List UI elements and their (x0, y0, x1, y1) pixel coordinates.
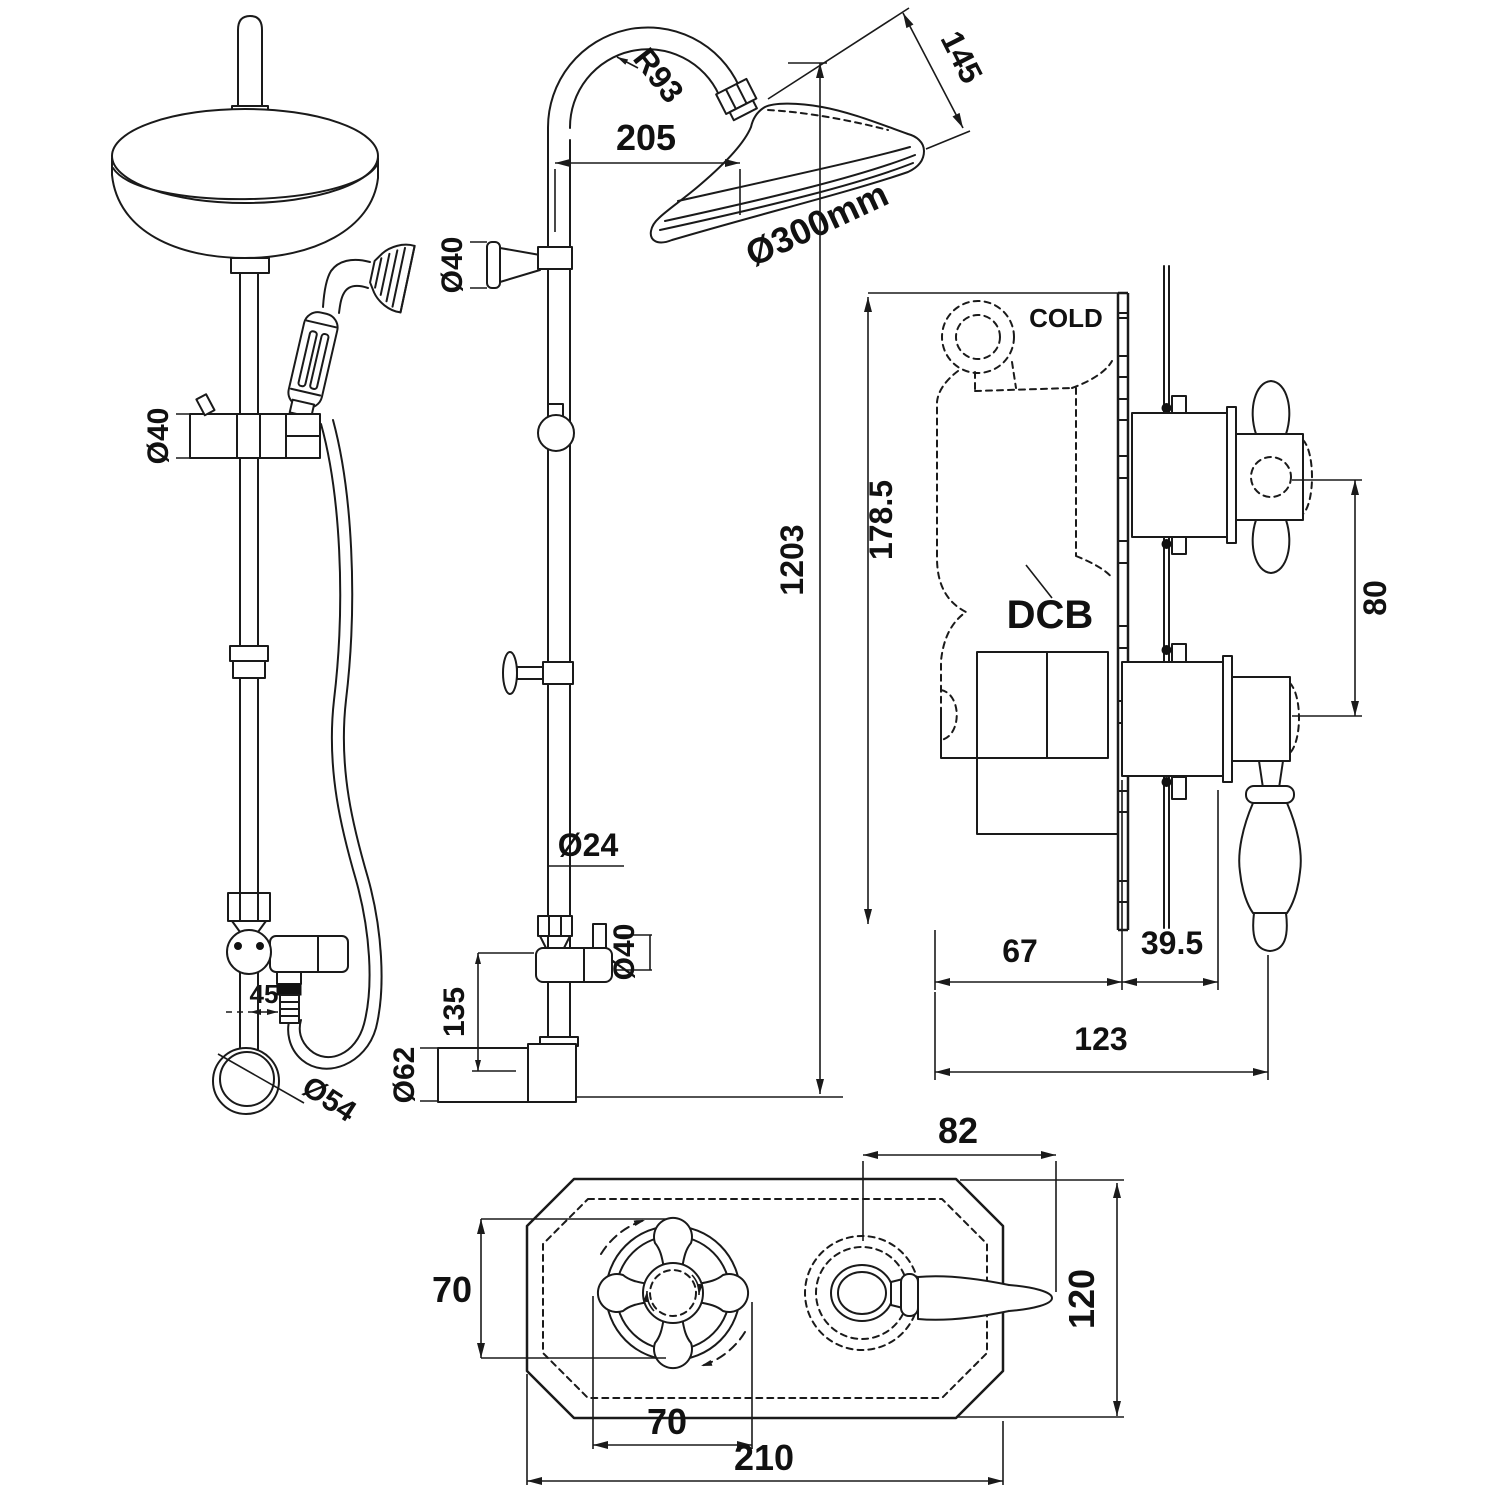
dim-label-lever-reach: 82 (938, 1110, 978, 1151)
valve-body-hidden (936, 300, 1113, 741)
dim-plate-width: 210 (526, 1374, 1004, 1485)
hose-seal-band (276, 983, 302, 996)
lever-handle-side (1258, 760, 1284, 789)
valve-side-view: COLD DCB 178.5 80 67 39.5 123 (863, 265, 1393, 1080)
top-pipe (237, 15, 263, 106)
shower-head-side (111, 108, 379, 259)
dim-label-overall-depth: 123 (1074, 1021, 1127, 1057)
head-connector-nut (715, 77, 758, 122)
valve-front-view: 82 120 70 70 210 (432, 1110, 1124, 1485)
diverter-valve-side (226, 892, 349, 1024)
dim-label-bend-radius: R93 (626, 41, 691, 109)
dim-arm-projection: 205 (554, 117, 741, 232)
cold-port (941, 300, 1015, 374)
dim-label-bracket-diameter: Ø40 (436, 237, 469, 294)
slider-bracket (189, 393, 321, 459)
handset-grip (287, 311, 339, 409)
dim-base-diameter: Ø62 (388, 1047, 438, 1104)
dim-label-handle-centres: 80 (1357, 580, 1393, 616)
dim-pipe-diameter: Ø24 (549, 827, 624, 867)
dim-riser-height: 1203 (774, 62, 827, 1094)
wall-bracket: Ø40 (436, 237, 573, 294)
dim-label-plate-height: 120 (1061, 1269, 1102, 1329)
dim-label-plate-width: 210 (734, 1437, 794, 1478)
dim-label-inlet-height: 135 (438, 987, 471, 1037)
riser-ball-joint (537, 414, 575, 452)
riser-cross-handle (502, 651, 574, 695)
body-code-label: DCB (1007, 593, 1094, 637)
dim-plate-height: 120 (958, 1179, 1124, 1418)
valve-body-solid (940, 651, 1119, 835)
riser-pipe (239, 272, 259, 894)
dim-diverter-diameter: Ø40 (608, 924, 652, 981)
dim-handle-centres: 80 (1292, 479, 1393, 717)
dim-label-base-diameter: Ø62 (388, 1047, 421, 1104)
dim-body-height: 178.5 (863, 297, 899, 924)
dim-label-crosshead-diameter: 70 (432, 1269, 472, 1310)
riser-base (437, 1036, 843, 1103)
wall-line-rod (1161, 265, 1187, 929)
bottom-pipe (239, 972, 259, 1053)
dim-label-hose-offset: 45 (250, 979, 279, 1009)
dim-inlet-height: 135 (438, 952, 534, 1072)
dim-crosshead-offset: 70 (592, 1296, 753, 1449)
column-side-view: Ø40 45 Ø54 (111, 15, 416, 1129)
wall-flange: Ø54 (212, 1047, 362, 1129)
riser-tube (547, 127, 571, 1045)
dim-label-riser-height: 1203 (774, 524, 810, 595)
dim-label-slider-diameter: Ø40 (142, 408, 175, 465)
crosshead-handle (596, 1216, 750, 1370)
dim-lever-reach: 82 (862, 1110, 1057, 1292)
shower-hose (287, 419, 383, 1070)
hand-shower (287, 243, 416, 419)
dim-label-head-depth: 145 (934, 25, 990, 89)
lower-cartridge (1121, 655, 1302, 952)
dim-hose-offset: 45 (226, 979, 279, 1015)
dim-crosshead-diameter: 70 (432, 1218, 666, 1359)
dim-label-arm-projection: 205 (616, 117, 676, 158)
lever-handle-front (804, 1235, 1053, 1351)
dim-concealed-depth: 67 (934, 780, 1123, 990)
dim-slider-diameter: Ø40 (142, 408, 191, 465)
pipe-union (229, 645, 269, 662)
dim-label-handle-projection: 39.5 (1141, 925, 1203, 961)
valve-plate-inner (542, 1198, 988, 1399)
dim-label-pipe-diameter: Ø24 (558, 827, 619, 863)
dim-handle-projection: 39.5 (1122, 790, 1219, 990)
dim-label-concealed-depth: 67 (1002, 933, 1038, 969)
gooseneck-bend (546, 26, 740, 129)
riser-diverter (535, 915, 613, 983)
dim-overall-depth: 123 (934, 955, 1269, 1080)
cold-port-label: COLD (1029, 303, 1103, 333)
column-front-view: Ø40 205 (388, 7, 990, 1104)
dim-label-body-height: 178.5 (863, 480, 899, 560)
dim-label-flange-diameter: Ø54 (296, 1070, 362, 1129)
mounting-plate-edge (1116, 291, 1130, 932)
upper-cartridge (1131, 380, 1313, 574)
slider-lock-knob (195, 393, 216, 417)
handset-bell (369, 243, 416, 314)
head-collar (230, 257, 270, 274)
dim-label-diverter-diameter: Ø40 (608, 924, 641, 981)
dim-label-crosshead-offset: 70 (647, 1401, 687, 1442)
